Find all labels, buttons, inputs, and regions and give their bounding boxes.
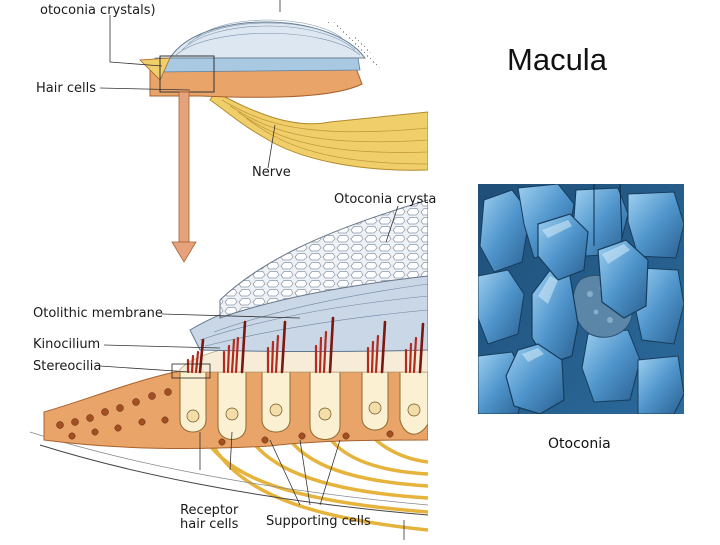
- label-receptor-line2: hair cells: [180, 517, 239, 533]
- label-receptor-line1: Receptor: [180, 503, 239, 518]
- label-supporting-cells: Supporting cells: [266, 514, 371, 529]
- otoconia-micrograph-image: [478, 184, 684, 414]
- label-kinocilium: Kinocilium: [33, 337, 101, 352]
- slide-title: Macula: [507, 42, 607, 77]
- label-otoconia-crystals: Otoconia crysta: [334, 192, 437, 207]
- label-otoconia-crystals-partial: otoconia crystals): [40, 3, 156, 18]
- photo-caption: Otoconia: [548, 436, 611, 452]
- label-nerve: Nerve: [252, 165, 291, 180]
- enlarged-section: [29, 199, 429, 540]
- zoom-arrow: [171, 91, 197, 263]
- otoconia-micrograph: [478, 184, 684, 414]
- label-stereocilia: Stereocilia: [33, 359, 102, 374]
- macula-illustration: [29, 0, 429, 540]
- top-macula: [99, 0, 429, 171]
- macula-diagram: otoconia crystals) Hair cells Nerve Otoc…: [29, 0, 436, 540]
- label-otolithic-membrane: Otolithic membrane: [33, 306, 163, 321]
- label-receptor-hair-cells: Receptor hair cells: [180, 503, 239, 533]
- label-hair-cells: Hair cells: [36, 81, 96, 96]
